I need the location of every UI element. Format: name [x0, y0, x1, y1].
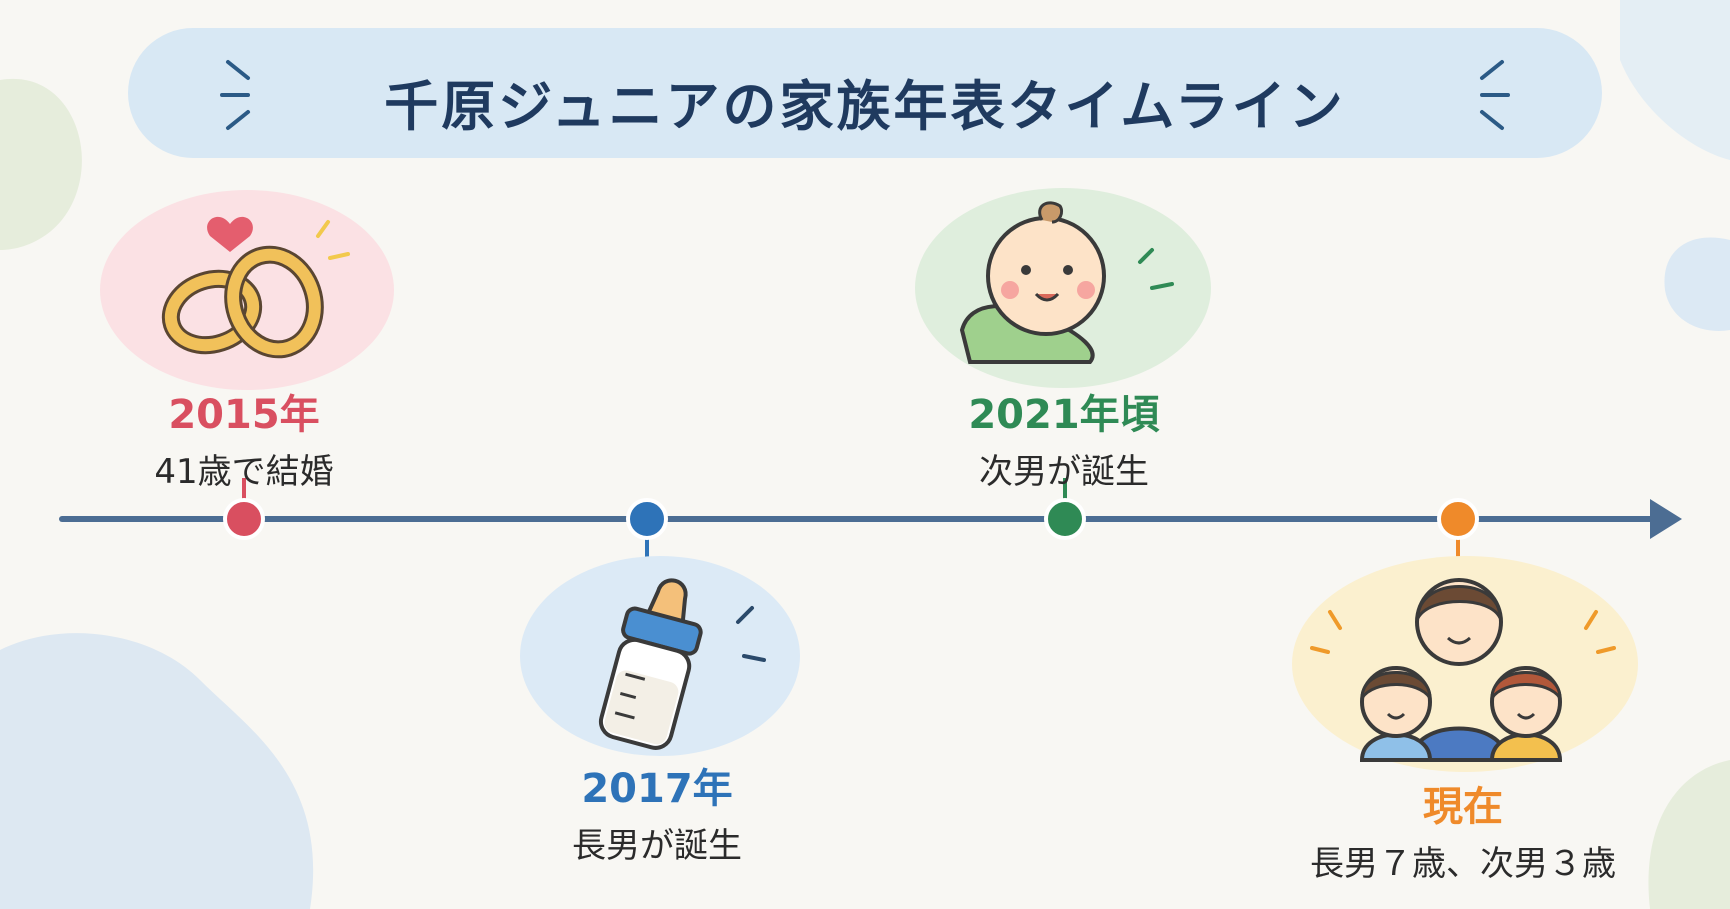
- timeline-arrow-head: [1650, 499, 1682, 539]
- event-2021: 2021年頃 次男が誕生: [854, 382, 1274, 493]
- family-icon: [1292, 556, 1638, 772]
- event-date: 現在: [1423, 784, 1503, 830]
- marker-2017: [626, 498, 668, 540]
- baby-bottle-icon: [520, 556, 800, 756]
- blob-right: [1664, 237, 1730, 331]
- title-banner: 千原ジュニアの家族年表タイムライン: [128, 28, 1602, 158]
- event-date: 2017年: [581, 766, 733, 812]
- event-2015: 2015年 41歳で結婚: [34, 382, 454, 493]
- baby-face-icon: [915, 188, 1211, 388]
- marker-now: [1437, 498, 1479, 540]
- marker-2021: [1044, 498, 1086, 540]
- event-date: 2021年頃: [968, 392, 1160, 438]
- title-sparkles: [220, 60, 1510, 130]
- event-date: 2015年: [168, 392, 320, 438]
- event-now: 現在 長男７歳、次男３歳: [1253, 774, 1673, 885]
- page-title: 千原ジュニアの家族年表タイムライン: [384, 75, 1346, 138]
- event-description: 長男７歳、次男３歳: [1310, 844, 1616, 884]
- blob-bottom-right: [1648, 760, 1730, 909]
- event-description: 次男が誕生: [979, 452, 1149, 492]
- blob-top-left: [0, 78, 82, 251]
- event-description: 41歳で結婚: [154, 452, 334, 492]
- blob-top-right: [1620, 0, 1730, 160]
- marker-2015: [223, 498, 265, 540]
- event-description: 長男が誕生: [572, 826, 742, 866]
- wedding-rings-icon: [100, 190, 394, 390]
- event-2017: 2017年 長男が誕生: [447, 756, 867, 867]
- blob-bottom-left: [0, 633, 314, 909]
